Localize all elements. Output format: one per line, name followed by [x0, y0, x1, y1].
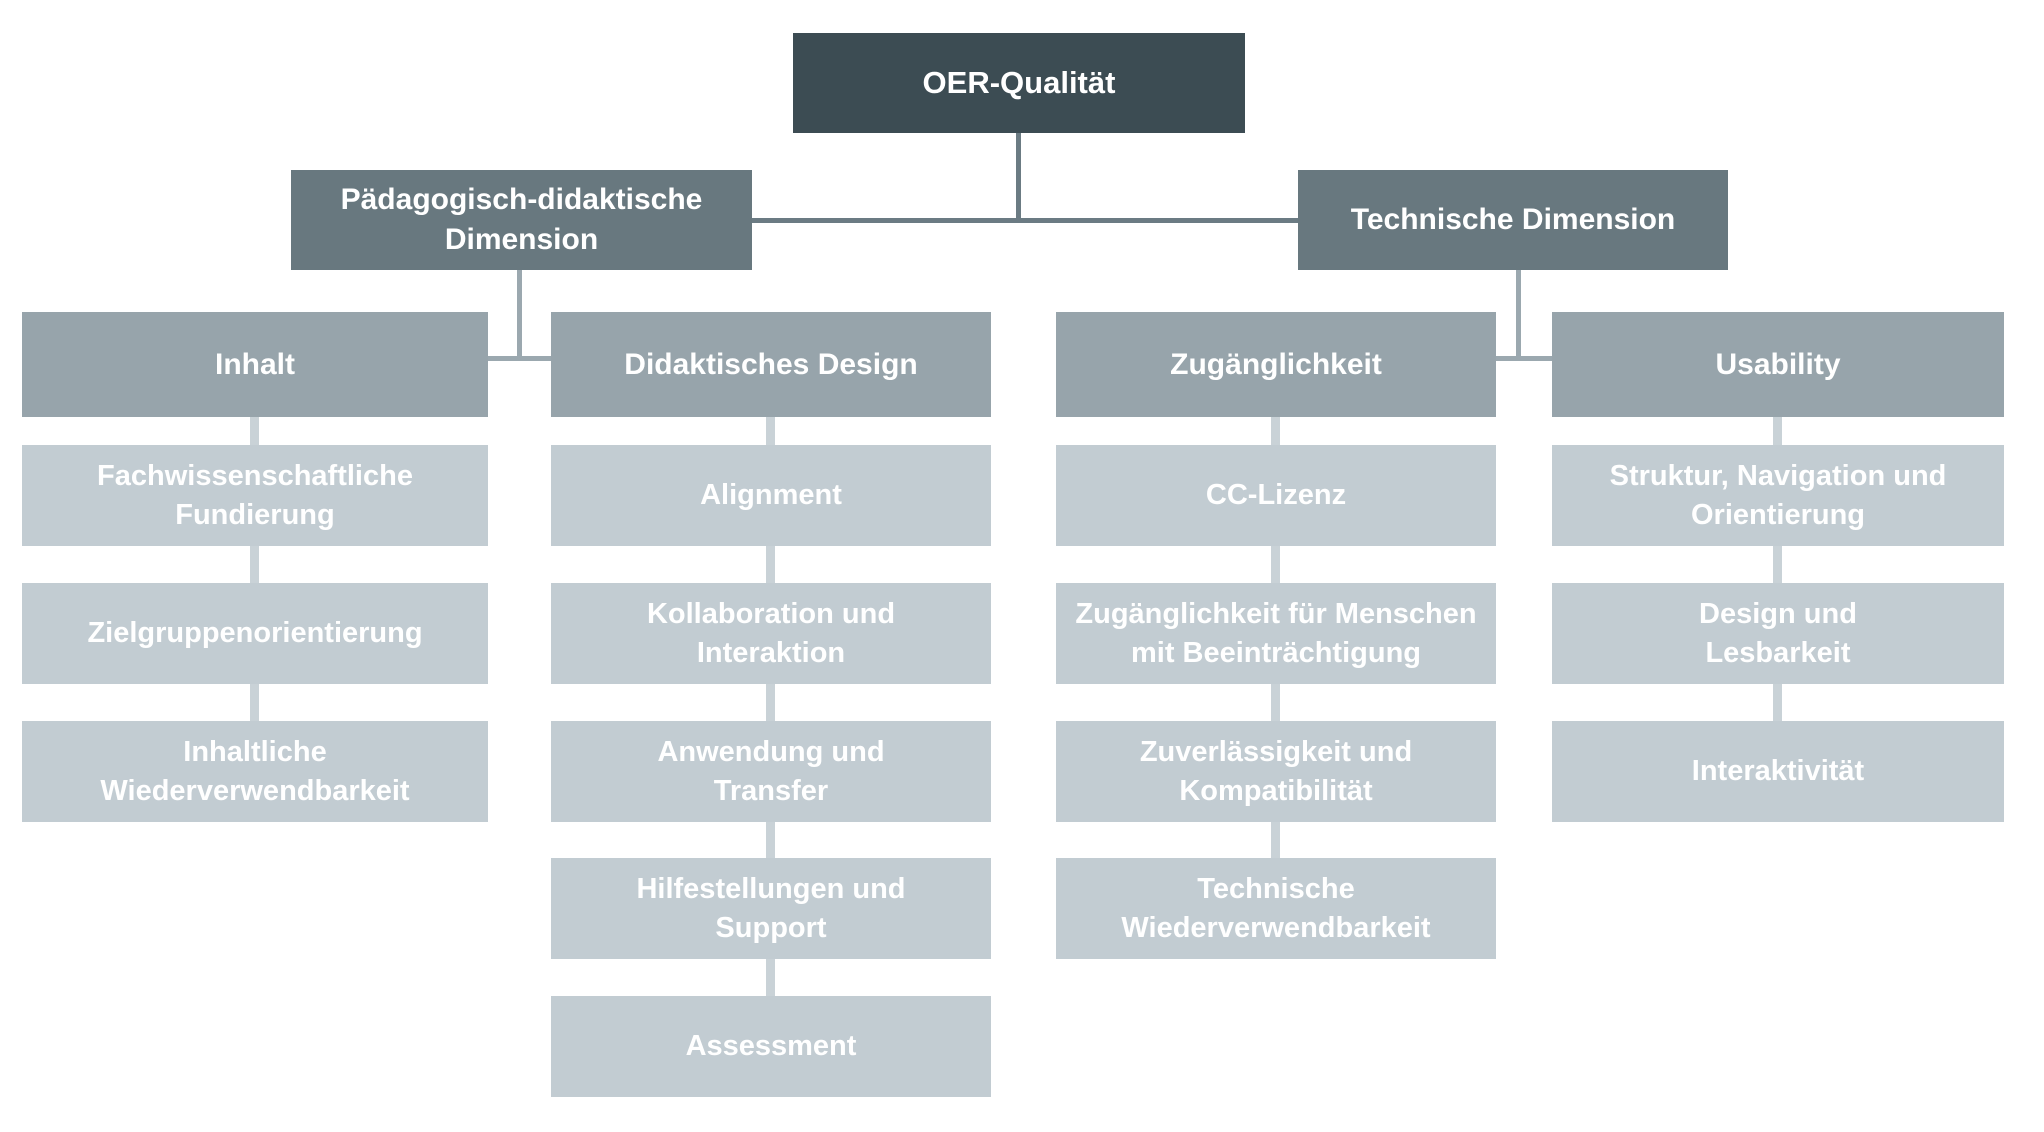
connector-col3-seg1 [1271, 417, 1280, 445]
node-struktur-navigation-orientierung: Struktur, Navigation und Orientierung [1552, 445, 2004, 546]
connector-dim2-vertical [1516, 270, 1521, 361]
connector-dim2-horizontal [1496, 356, 1552, 361]
connector-col3-seg4 [1271, 822, 1280, 858]
node-technische-dimension: Technische Dimension [1298, 170, 1728, 270]
connector-col4-seg2 [1773, 546, 1782, 583]
node-cc-lizenz: CC-Lizenz [1056, 445, 1496, 546]
node-anwendung-und-transfer: Anwendung und Transfer [551, 721, 991, 822]
connector-col3-seg3 [1271, 684, 1280, 721]
connector-col2-seg3 [766, 684, 775, 721]
node-kollaboration-und-interaktion: Kollaboration und Interaktion [551, 583, 991, 684]
node-alignment: Alignment [551, 445, 991, 546]
node-design-und-lesbarkeit: Design und Lesbarkeit [1552, 583, 2004, 684]
connector-col2-seg4 [766, 822, 775, 858]
node-assessment: Assessment [551, 996, 991, 1097]
node-didaktisches-design: Didaktisches Design [551, 312, 991, 417]
node-interaktivitaet: Interaktivität [1552, 721, 2004, 822]
connector-col2-seg2 [766, 546, 775, 583]
connector-root-horizontal [752, 218, 1298, 223]
connector-col3-seg2 [1271, 546, 1280, 583]
node-usability: Usability [1552, 312, 2004, 417]
connector-col1-seg3 [250, 684, 259, 721]
connector-dim1-horizontal [488, 356, 551, 361]
node-inhaltliche-wiederverwendbarkeit: Inhaltliche Wiederverwendbarkeit [22, 721, 488, 822]
node-oer-qualitaet: OER-Qualität [793, 33, 1245, 133]
node-zugaenglichkeit-fuer-menschen: Zugänglichkeit für Menschen mit Beeinträ… [1056, 583, 1496, 684]
connector-col2-seg1 [766, 417, 775, 445]
node-fachwissenschaftliche-fundierung: Fachwissenschaftliche Fundierung [22, 445, 488, 546]
node-paedagogisch-didaktische-dimension: Pädagogisch-didaktische Dimension [291, 170, 752, 270]
connector-col2-seg5 [766, 959, 775, 996]
connector-dim1-vertical [517, 270, 522, 361]
connector-root-vertical [1016, 133, 1021, 223]
node-zugaenglichkeit: Zugänglichkeit [1056, 312, 1496, 417]
connector-col4-seg3 [1773, 684, 1782, 721]
node-zielgruppenorientierung: Zielgruppenorientierung [22, 583, 488, 684]
connector-col4-seg1 [1773, 417, 1782, 445]
connector-col1-seg1 [250, 417, 259, 445]
node-inhalt: Inhalt [22, 312, 488, 417]
node-technische-wiederverwendbarkeit: Technische Wiederverwendbarkeit [1056, 858, 1496, 959]
node-zuverlaessigkeit-und-kompatibilitaet: Zuverlässigkeit und Kompatibilität [1056, 721, 1496, 822]
connector-col1-seg2 [250, 546, 259, 583]
node-hilfestellungen-und-support: Hilfestellungen und Support [551, 858, 991, 959]
